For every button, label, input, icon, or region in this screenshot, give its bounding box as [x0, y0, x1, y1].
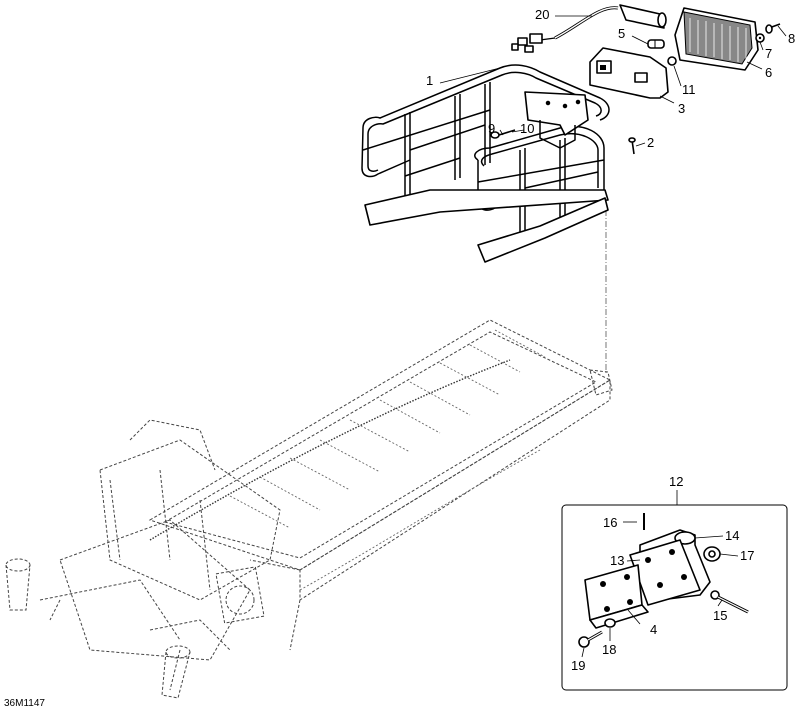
- bulb-5: [647, 39, 665, 49]
- detail-box: [561, 504, 788, 691]
- callout-20: 20: [535, 7, 549, 22]
- leader-lines: [439, 15, 787, 658]
- taillight-lens: [674, 7, 759, 71]
- callout-16: 16: [603, 515, 617, 530]
- callout-2: 2: [647, 135, 654, 150]
- wire-harness-20: [511, 4, 667, 53]
- screw-9: [490, 129, 516, 139]
- block-4: [584, 564, 649, 629]
- callout-3: 3: [678, 101, 685, 116]
- chassis-frame: [5, 319, 613, 699]
- nut-17: [703, 546, 721, 562]
- callout-17: 17: [740, 548, 754, 563]
- rack: [361, 64, 610, 263]
- plate-13: [629, 539, 701, 606]
- callout-13: 13: [610, 553, 624, 568]
- drawing-reference: 36M1147: [4, 698, 45, 709]
- callout-14: 14: [725, 528, 739, 543]
- screw-19: [578, 630, 603, 648]
- callout-7: 7: [765, 46, 772, 61]
- callout-5: 5: [618, 26, 625, 41]
- callout-9: 9: [488, 121, 495, 136]
- washer-18: [604, 618, 616, 628]
- callout-19: 19: [571, 658, 585, 673]
- washer-11: [667, 56, 677, 66]
- taillight-bracket: [589, 47, 669, 99]
- callout-labels: 1 2 3 4 5 6 7 8 9 10 11 12 13 14 15 16 1…: [426, 7, 795, 673]
- callout-8: 8: [788, 31, 795, 46]
- callout-12: 12: [669, 474, 683, 489]
- screw-8: [755, 23, 781, 43]
- callout-10: 10: [520, 121, 534, 136]
- screw-2: [628, 137, 636, 155]
- callout-1: 1: [426, 73, 433, 88]
- callout-6: 6: [765, 65, 772, 80]
- callout-18: 18: [602, 642, 616, 657]
- callout-11: 11: [682, 82, 696, 97]
- callout-4: 4: [650, 622, 657, 637]
- bolt-15: [710, 590, 749, 614]
- callout-15: 15: [713, 608, 727, 623]
